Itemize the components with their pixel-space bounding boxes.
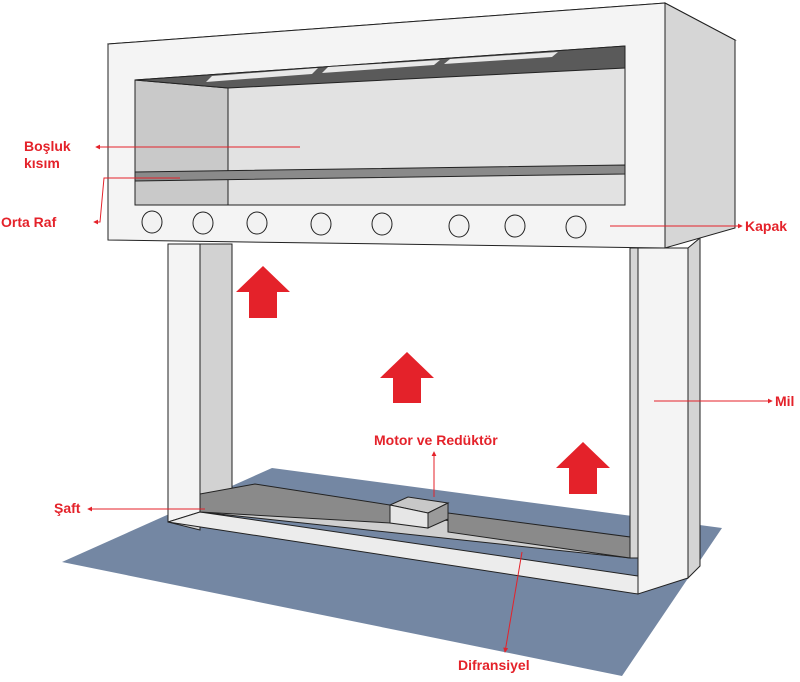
button-4 [310,212,332,236]
button-7 [504,214,526,238]
label-motor-reduktor: Motor ve Redüktör [374,432,498,448]
label-bosluk-line2: kısım [24,155,60,171]
shaft-rail-right [447,512,631,559]
label-bosluk-kisim: Boşluk kısım [24,138,84,172]
button-3 [246,211,268,235]
label-orta-raf: Orta Raf [1,214,57,230]
right-leg-side [687,236,701,580]
label-saft: Şaft [54,500,81,516]
left-leg-front [167,243,201,523]
floor-plate [62,468,722,676]
button-1 [141,210,163,234]
label-difransiyel: Difransiyel [458,657,530,673]
pointer-orta-raf [93,177,180,225]
button-8 [565,215,587,239]
label-mil: Mil [775,393,795,409]
up-arrow-2 [380,352,434,403]
ceiling-light-2 [322,60,440,73]
label-kapak: Kapak [745,218,788,234]
frame-base-front [167,511,639,595]
ceiling-light-1 [206,68,318,82]
up-arrow-1 [236,266,290,318]
label-bosluk-line1: Boşluk [24,138,71,154]
left-leg-side [199,243,233,495]
right-leg-inner [629,247,639,559]
button-row [141,210,587,239]
button-2 [192,211,214,235]
motor-box-side [427,502,449,529]
button-6 [448,214,470,238]
housing-right-side [664,2,736,249]
ceiling-light-3 [444,52,558,64]
right-leg-front [637,247,689,595]
pointer-difransiyel [503,551,523,653]
up-arrow-3 [556,442,610,494]
cavity-left-wall [134,79,229,206]
button-5 [371,212,393,236]
